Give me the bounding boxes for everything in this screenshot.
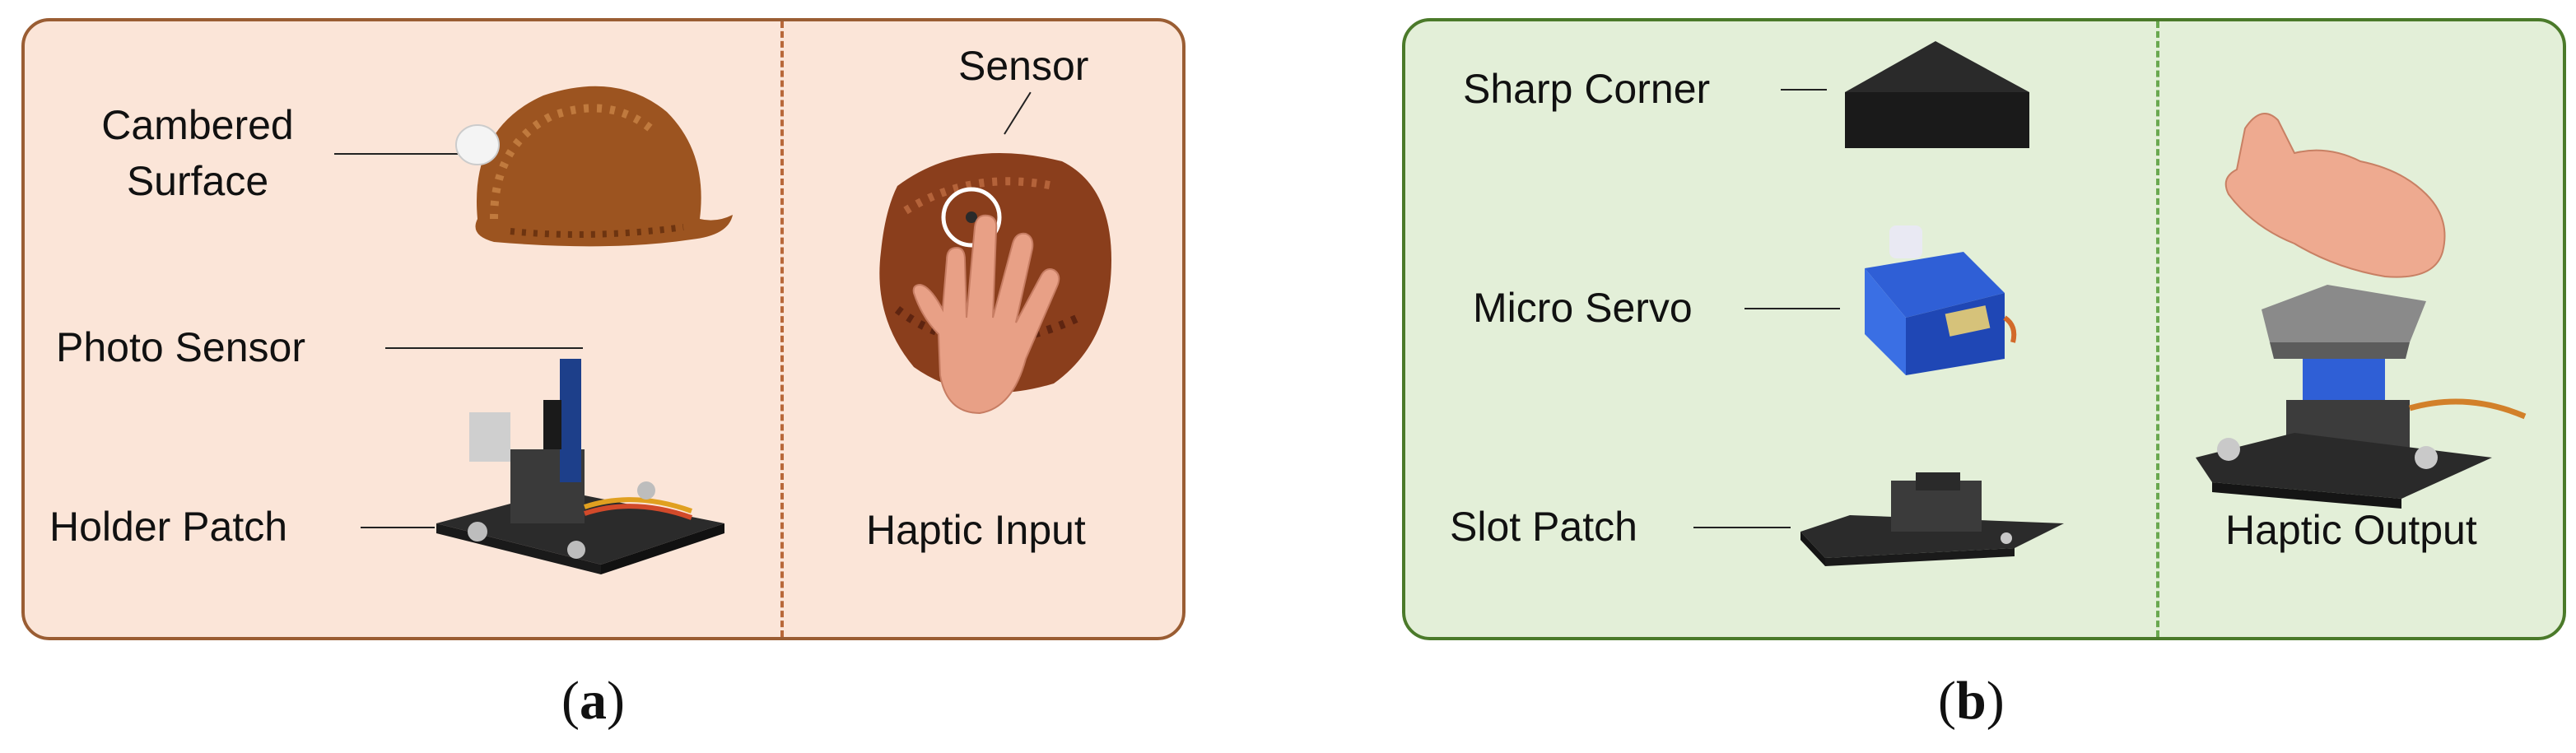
panel-b-divider xyxy=(2156,21,2159,637)
fluffy-cap-image xyxy=(455,86,733,247)
leader-photo-sensor xyxy=(385,347,583,349)
caption-b-open: ( xyxy=(1938,671,1956,731)
caption-a: (a) xyxy=(561,668,625,734)
caption-a-open: ( xyxy=(561,671,580,731)
caption-a-letter: a xyxy=(579,671,607,731)
caption-b-letter: b xyxy=(1955,671,1987,731)
slot-patch-image xyxy=(1800,472,2064,566)
haptic-input-image xyxy=(879,153,1111,415)
caption-b-close: ) xyxy=(1986,671,2005,731)
label-cambered-surface-line1: Cambered xyxy=(101,102,294,148)
label-haptic-output: Haptic Output xyxy=(2225,507,2477,553)
leader-micro-servo xyxy=(1745,308,1840,309)
label-cambered-surface: Cambered Surface xyxy=(74,100,321,206)
holder-patch-image xyxy=(436,359,724,574)
sharp-corner-image xyxy=(1845,41,2029,148)
caption-a-close: ) xyxy=(606,671,625,731)
label-sharp-corner: Sharp Corner xyxy=(1463,66,1711,112)
micro-servo-image xyxy=(1865,225,2017,375)
leader-sharp-corner xyxy=(1781,89,1827,91)
label-sensor: Sensor xyxy=(958,43,1089,89)
label-cambered-surface-line2: Surface xyxy=(126,158,269,204)
label-photo-sensor: Photo Sensor xyxy=(56,324,305,370)
label-haptic-input: Haptic Input xyxy=(866,507,1086,553)
label-micro-servo: Micro Servo xyxy=(1473,285,1693,331)
panel-a-divider xyxy=(780,21,784,637)
caption-b: (b) xyxy=(1938,668,2005,734)
label-slot-patch: Slot Patch xyxy=(1450,504,1637,550)
panel-a: Cambered Surface Photo Sensor Holder Pat… xyxy=(21,18,1186,640)
leader-holder-patch xyxy=(361,527,435,528)
leader-slot-patch xyxy=(1693,527,1791,528)
leader-cambered-surface xyxy=(334,153,458,155)
haptic-output-image xyxy=(2196,113,2527,509)
label-holder-patch: Holder Patch xyxy=(49,504,288,550)
panel-b: Sharp Corner Micro Servo Slot Patch xyxy=(1402,18,2566,640)
